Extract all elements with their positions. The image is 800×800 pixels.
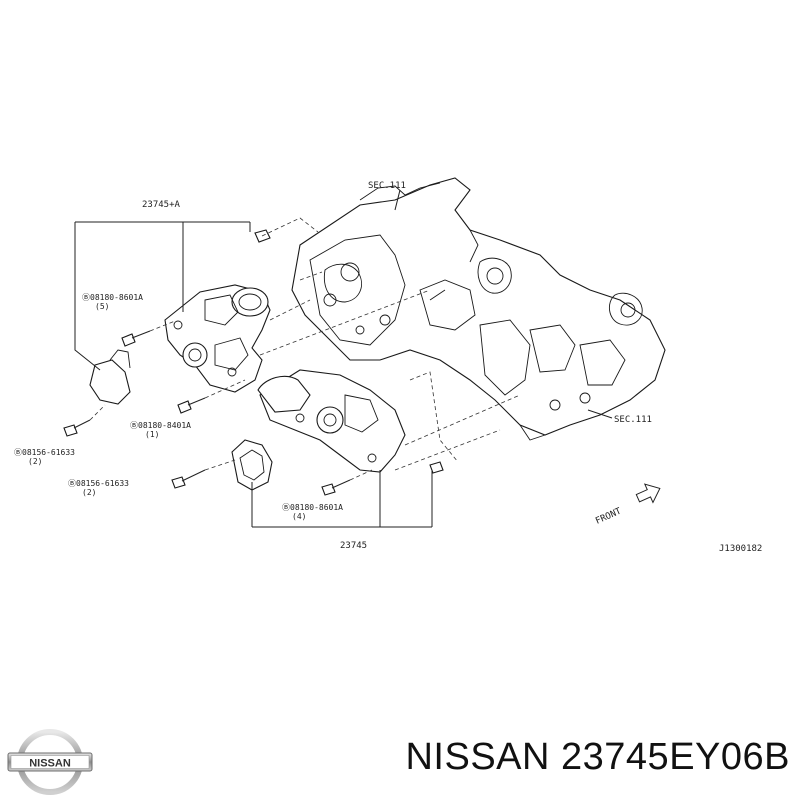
label-bolt-d-qty: (2): [82, 488, 96, 497]
label-bolt-a: Ⓑ08180-8601A: [82, 293, 143, 302]
label-bolt-e: Ⓑ08180-8601A: [282, 503, 343, 512]
alignment-lines: [89, 217, 521, 481]
front-arrow: [635, 483, 661, 504]
leader-lines: [74, 189, 613, 528]
label-bolt-c-qty: (2): [28, 457, 42, 466]
label-sec-right: SEC.111: [614, 415, 652, 425]
label-bolt-d: Ⓑ08156-61633: [68, 479, 129, 488]
brand-row: NISSAN NISSAN 23745EY06B: [0, 712, 800, 800]
label-front: FRONT: [594, 506, 623, 526]
label-bolt-a-qty: (5): [95, 302, 109, 311]
upper-valve-timing-assembly: [89, 284, 271, 405]
bolts: [63, 229, 444, 496]
label-bolt-e-qty: (4): [292, 512, 306, 521]
label-sec-top: SEC.111: [368, 181, 406, 191]
cylinder-head-drawing: [291, 177, 666, 441]
label-upper-assembly: 23745+A: [142, 200, 181, 210]
label-bolt-c: Ⓑ08156-61633: [14, 448, 75, 457]
diagram-labels: 23745+A 23745 SEC.111 SEC.111 Ⓑ08180-860…: [14, 181, 762, 554]
label-bolt-b-qty: (1): [145, 430, 159, 439]
label-figure-code: J1300182: [719, 544, 762, 554]
part-title: NISSAN 23745EY06B: [405, 736, 790, 778]
label-lower-assembly: 23745: [340, 541, 367, 551]
label-bolt-b: Ⓑ08180-8401A: [130, 421, 191, 430]
lower-valve-timing-assembly: [231, 369, 406, 491]
logo-text: NISSAN: [29, 758, 71, 770]
nissan-logo: NISSAN: [7, 729, 93, 795]
